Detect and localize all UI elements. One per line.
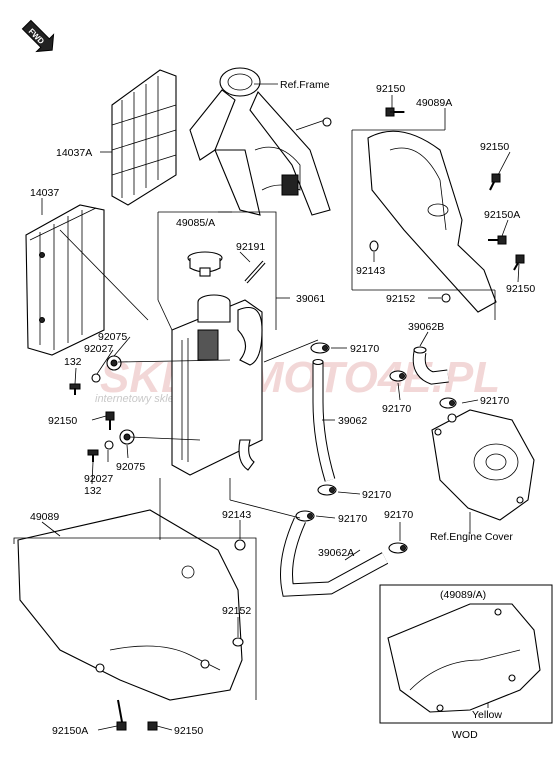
hose-39062A [280,517,389,597]
label-92150A-bottom: 92150A [52,725,88,737]
label-92150-bottom: 92150 [174,725,203,737]
label-92170-e: 92170 [338,513,367,525]
bolt-92150A-bottom [116,699,127,731]
label-132-lower: 132 [84,485,102,497]
label-132-upper: 132 [64,356,82,368]
collar-92027-upper [91,373,101,383]
grommet-92143-lower [234,539,246,551]
shroud-49089 [17,509,243,701]
shroud-49089A-wod [387,603,541,713]
label-92170-d: 92170 [362,489,391,501]
inset-box [379,584,553,724]
label-92170-f: 92170 [384,509,413,521]
label-49089: 49089 [30,511,59,523]
label-92143-right: 92143 [356,265,385,277]
clamp-92170-b [389,370,407,382]
bolt-92150-right2 [513,254,525,271]
hose-39062B [412,346,449,385]
label-39062: 39062 [338,415,367,427]
label-inset-title: (49089/A) [440,589,486,601]
radiator-body-39061 [171,294,263,476]
label-92027-lower: 92027 [84,473,113,485]
label-92152-lower: 92152 [222,605,251,617]
radiator-grille-14037A [111,69,177,206]
radiator-cover-14037 [25,204,105,356]
hose-39062 [312,358,336,482]
radiator-cap-49085A [187,251,223,277]
clamp-92170-e [295,510,315,522]
bolt-92150-bottom [147,721,158,731]
bolt-92150A-right [488,235,507,245]
label-92150-right2: 92150 [506,283,535,295]
label-14037: 14037 [30,187,59,199]
label-92075-lower: 92075 [116,461,145,473]
grommet-92075-upper [106,355,122,371]
label-92170-a: 92170 [350,343,379,355]
label-92170-b: 92170 [382,403,411,415]
label-92191: 92191 [236,241,265,253]
bolt-92150-left [105,411,115,430]
callout-labels: Ref.Frame 92150 49089A 14037A 92150 1403… [30,79,535,741]
shroud-49089A [367,130,497,313]
label-92150-left: 92150 [48,415,77,427]
label-92143-lower: 92143 [222,509,251,521]
label-92150A-right: 92150A [484,209,520,221]
label-39062B: 39062B [408,321,444,333]
grommet-92143-right [369,240,379,252]
label-49085A: 49085/A [176,217,215,229]
label-14037A: 14037A [56,147,92,159]
label-ref-frame: Ref.Frame [280,79,330,91]
label-92170-c: 92170 [480,395,509,407]
label-92027-upper: 92027 [84,343,113,355]
clamp-92170-f [388,542,408,554]
label-39062A: 39062A [318,547,354,559]
label-wod: WOD [452,729,478,741]
bolt-132-upper [69,383,81,395]
bracket-49089 [13,537,257,700]
grommet-92152-right [441,293,451,303]
clamp-92170-a [310,342,330,354]
grommet-92075-lower [119,429,135,445]
label-92150-right1: 92150 [480,141,509,153]
bolt-132-lower [87,449,99,462]
fwd-arrow-icon: FWD [21,19,55,53]
frame-outline [189,67,332,216]
label-yellow: Yellow [472,709,502,721]
bolt-92150-right1 [489,173,501,191]
label-92150-top: 92150 [376,83,405,95]
bolt-92191 [244,260,266,284]
engine-cover [431,409,535,521]
clamp-92170-d [317,484,337,496]
clamp-92170-c [439,397,457,409]
label-92152-right: 92152 [386,293,415,305]
label-39061: 39061 [296,293,325,305]
label-49089A-top: 49089A [416,97,452,109]
leader-lines [41,83,520,731]
grommet-92152-lower [232,637,244,647]
collar-92027-lower [104,440,114,450]
label-ref-engine-cover: Ref.Engine Cover [430,531,513,543]
label-92075-upper: 92075 [98,331,127,343]
